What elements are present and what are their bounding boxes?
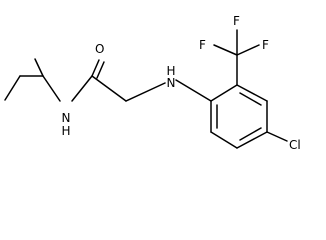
bond-c-f-left	[213, 44, 238, 56]
bond-ring-cl	[266, 131, 288, 142]
bond-carbonyl-oxygen-a	[91, 59, 100, 77]
ring-bond-4-inner	[239, 127, 262, 141]
ring-bond-4	[236, 131, 268, 149]
fluorine-top-label: F	[233, 14, 240, 28]
fluorine-right-label: F	[262, 38, 269, 52]
chlorine-label: Cl	[289, 138, 301, 152]
ring-bond-1	[210, 84, 238, 102]
bond-c-f-right	[236, 44, 260, 56]
ring-bond-2	[236, 84, 268, 102]
ring-bond-2-inner	[239, 92, 262, 106]
oxygen-label: O	[95, 42, 104, 56]
bond-nh-carbonyl	[71, 75, 93, 102]
bond-ch-methyl	[34, 58, 44, 77]
fluorine-left-label: F	[199, 38, 206, 52]
ring-bond-5	[210, 131, 238, 149]
bond-ch-nh	[42, 75, 61, 102]
bond-ethyl-methyl	[4, 75, 21, 101]
bond-ch2-nh	[125, 82, 166, 102]
bond-carbonyl-ch2	[91, 75, 127, 102]
bond-nh-ring	[175, 79, 212, 102]
bond-carbonyl-oxygen-b	[96, 61, 105, 79]
